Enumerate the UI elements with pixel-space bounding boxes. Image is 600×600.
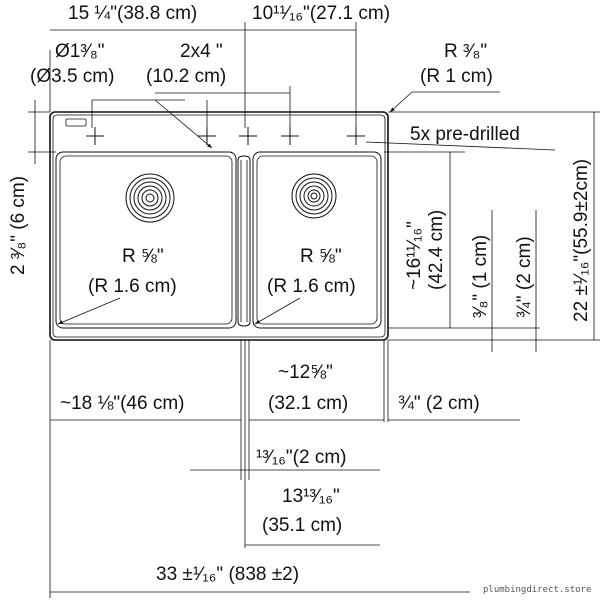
left-bowl-inner bbox=[59, 155, 233, 325]
dim-flange-offset: ³⁄₈" (1 cm) bbox=[470, 235, 491, 318]
sink-inner-rim bbox=[52, 114, 386, 338]
right-drain bbox=[291, 173, 337, 219]
dim-ledge-depth: 2 ³⁄₈" (6 cm) bbox=[8, 176, 29, 275]
dim-top-right-width: 10¹¹⁄₁₆"(27.1 cm) bbox=[252, 3, 390, 24]
dim-right-bowl-width-cm: (32.1 cm) bbox=[268, 393, 348, 414]
right-dimension-lines bbox=[384, 111, 600, 352]
left-bowl-radius-cm: (R 1.6 cm) bbox=[88, 276, 177, 297]
dim-center-offset: 13¹³⁄₁₆" bbox=[282, 486, 340, 507]
sink-outer-rim bbox=[49, 111, 389, 341]
dim-corner-radius: R ³⁄₈" bbox=[444, 41, 487, 62]
dim-hole-spacing-cm: (10.2 cm) bbox=[146, 66, 226, 87]
watermark: plumbingdirect.store bbox=[483, 585, 591, 595]
dim-corner-radius-cm: (R 1 cm) bbox=[420, 66, 493, 87]
left-bowl-radius: R ⅝" bbox=[122, 246, 164, 267]
dim-overall-depth: 22 ±¹⁄₁₆"(55.9±2cm) bbox=[571, 159, 592, 322]
dim-right-bowl-width: ~12⅝" bbox=[278, 362, 333, 383]
dim-hole-diameter: Ø1³⁄₈" bbox=[55, 41, 104, 62]
right-bowl bbox=[252, 151, 382, 329]
dim-side-margin: ¾" (2 cm) bbox=[398, 393, 480, 414]
predrilled-holes bbox=[86, 127, 365, 145]
label-plate bbox=[65, 118, 87, 127]
dim-hole-spacing: 2x4 " bbox=[180, 41, 223, 62]
dim-left-bowl-width: ~18 ⅛"(46 cm) bbox=[60, 393, 185, 414]
hole-marker bbox=[281, 127, 299, 145]
right-bowl-radius: R ⅝" bbox=[300, 246, 342, 267]
bowl-divider bbox=[237, 155, 251, 327]
dim-hole-diameter-cm: (Ø3.5 cm) bbox=[30, 66, 114, 87]
left-bowl bbox=[55, 151, 237, 329]
dim-top-left-width: 15 ¼"(38.8 cm) bbox=[68, 3, 197, 24]
dim-bowl-depth: ~16¹¹⁄₁₆" bbox=[404, 221, 425, 290]
dim-bowl-depth-cm: (42.4 cm) bbox=[426, 210, 447, 290]
hole-marker bbox=[239, 127, 257, 145]
top-dimension-lines bbox=[49, 22, 556, 151]
hole-marker bbox=[347, 127, 365, 145]
bottom-dimension-lines bbox=[49, 340, 520, 598]
sink-body bbox=[49, 111, 389, 341]
left-drain bbox=[125, 173, 175, 223]
predrilled-label: 5x pre-drilled bbox=[410, 124, 520, 145]
dim-center-offset-cm: (35.1 cm) bbox=[262, 515, 342, 536]
hole-marker bbox=[86, 127, 104, 145]
dim-rim-offset: ¾" (2 cm) bbox=[514, 236, 535, 318]
right-bowl-radius-cm: (R 1.6 cm) bbox=[267, 276, 356, 297]
right-bowl-inner bbox=[256, 155, 378, 325]
dim-overall-width: 33 ±¹⁄₁₆" (838 ±2) bbox=[156, 564, 299, 585]
hole-marker bbox=[198, 127, 216, 145]
dim-divider-width: ¹³⁄₁₆"(2 cm) bbox=[256, 447, 346, 468]
